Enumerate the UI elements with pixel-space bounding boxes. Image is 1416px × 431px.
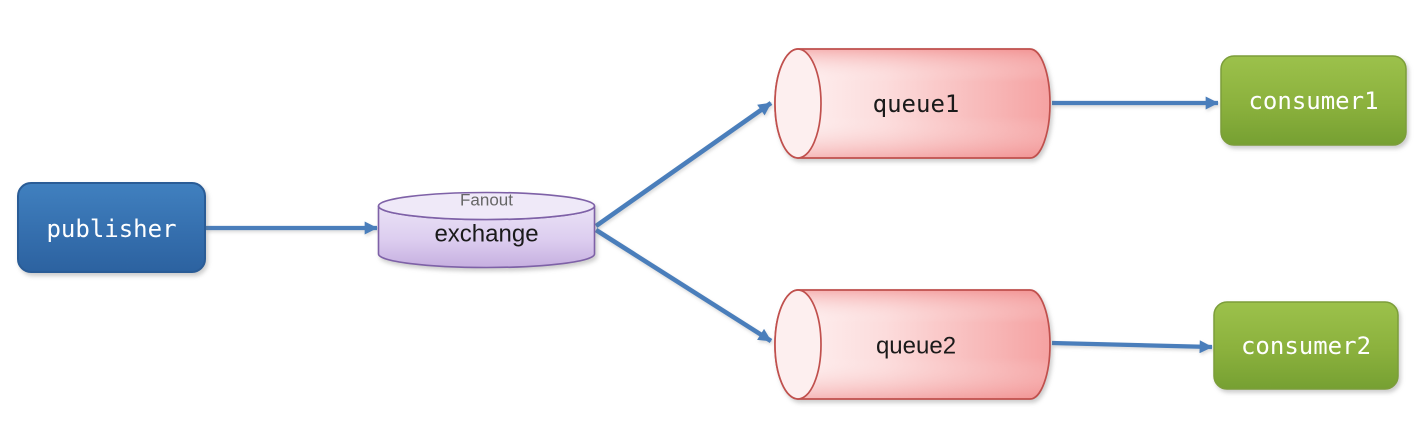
edge-exchange-to-queue2 <box>594 228 773 343</box>
queue1-cylinder-cap <box>774 48 822 159</box>
consumer2-node: consumer2 <box>1213 301 1399 390</box>
queue2-node: queue2 <box>774 289 1051 400</box>
edge-queue2-to-consumer2 <box>1051 340 1213 354</box>
edge-exchange-to-queue1 <box>594 101 773 228</box>
publisher-node: publisher <box>17 182 206 273</box>
consumer1-node: consumer1 <box>1220 55 1407 146</box>
exchange-cylinder-top <box>377 191 596 221</box>
queue1-node: queue1 <box>774 48 1051 159</box>
queue1-label: queue1 <box>873 90 960 118</box>
publisher-label: publisher <box>46 215 176 243</box>
publisher-box <box>17 182 206 273</box>
consumer2-label: consumer2 <box>1241 332 1371 360</box>
exchange-node: Fanout exchange <box>377 191 596 269</box>
exchange-label: exchange <box>434 221 538 248</box>
queue2-label: queue2 <box>876 333 956 360</box>
queue2-cylinder-cap <box>774 289 822 400</box>
consumer2-box <box>1213 301 1399 390</box>
consumer1-box <box>1220 55 1407 146</box>
consumer1-label: consumer1 <box>1248 87 1378 115</box>
exchange-type-label: Fanout <box>460 191 513 210</box>
